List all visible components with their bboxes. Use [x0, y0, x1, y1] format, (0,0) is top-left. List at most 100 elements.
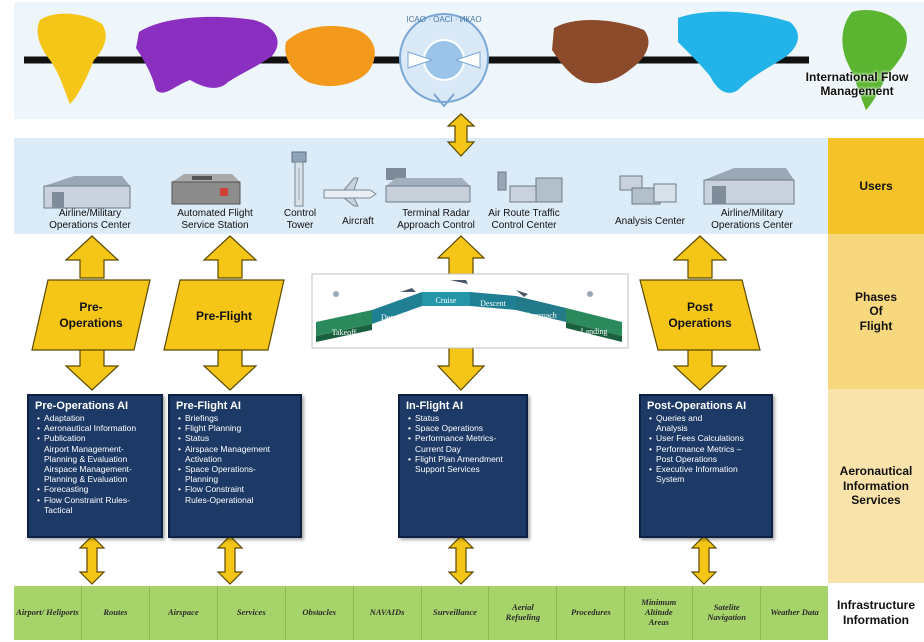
ai-item: Space Operations- Planning — [178, 464, 296, 484]
sidebar-infrastructure-information: Infrastructure Information — [828, 583, 924, 642]
ai-item: Airspace Management Activation — [178, 444, 296, 464]
ai-item: User Fees Calculations — [649, 433, 767, 443]
continent-north-america — [678, 11, 798, 93]
ai-item: Flight Planning — [178, 423, 296, 433]
flight-segment-descent: Descent — [480, 299, 507, 308]
flight-segment-cruise: Cruise — [436, 296, 457, 305]
user-label-analysis-center: Analysis Center — [614, 216, 686, 227]
ai-box-post-operations: Post-Operations AI Queries and Analysis … — [639, 394, 773, 538]
phase-pre-flight: Pre-Flight — [163, 279, 285, 351]
ai-box-pre-operations: Pre-Operations AI Adaptation Aeronautica… — [27, 394, 163, 538]
user-label-route-center: Air Route Traffic Control Center — [488, 208, 560, 231]
ai-box-title: Pre-Flight AI — [176, 400, 241, 412]
continent-asia — [136, 16, 278, 93]
phase-pre-operations: Pre- Operations — [31, 279, 151, 351]
infra-satelite-navigation: Satelite Navigation — [693, 586, 762, 640]
continent-south-america-right — [842, 10, 907, 110]
infra-airport-heliports: Airport/ Heliports — [14, 586, 82, 640]
ai-box-title: Pre-Operations AI — [35, 400, 129, 412]
infrastructure-strip: Airport/ Heliports Routes Airspace Servi… — [14, 586, 828, 640]
sidebar-aeronautical-information-services: Aeronautical Information Services — [828, 389, 924, 583]
infra-weather-data: Weather Data — [770, 607, 819, 618]
infra-procedures: Procedures — [557, 586, 626, 640]
ai-item: Flow Constraint Rules- Tactical — [37, 495, 157, 515]
arrow-pre-ops-to-ai — [64, 347, 120, 391]
infra-navaids: NAVAIDs — [354, 586, 422, 640]
arrow-users-to-post-ops — [672, 235, 728, 279]
route-center-icon — [497, 171, 563, 203]
flight-phases-strip: Takeoff Departure Cruise Descent Approac… — [311, 273, 629, 349]
ai-box-title: In-Flight AI — [406, 400, 464, 412]
flight-segment-departure: Departure — [381, 313, 413, 322]
sidebar-phases-of-flight: Phases Of Flight — [828, 234, 924, 389]
arrow-post-ops-ai-to-infra — [690, 535, 718, 585]
ai-box-list: Briefings Flight Planning Status Airspac… — [170, 413, 300, 505]
ai-item: Flow Constraint Rules-Operational — [178, 484, 296, 504]
aircraft-icon — [323, 177, 377, 207]
phase-pre-operations-line1: Pre- — [79, 300, 102, 314]
ai-item: Aeronautical Information — [37, 423, 157, 433]
arrow-in-flight-ai-to-infra — [447, 535, 475, 585]
hangar-icon — [703, 168, 795, 205]
international-flow-band: ICAO · OACI · ИКАО — [14, 2, 924, 119]
arrow-pre-flight-ai-to-infra — [216, 535, 244, 585]
phase-pre-flight-label: Pre-Flight — [196, 309, 252, 323]
infra-airspace: Airspace — [150, 586, 218, 640]
control-tower-icon — [291, 151, 307, 207]
ai-item: Publication Airport Management- Planning… — [37, 433, 157, 484]
ai-item: Status — [408, 413, 522, 423]
ai-item: Queries and Analysis — [649, 413, 767, 433]
international-flow-label: International Flow Management — [805, 70, 909, 99]
infra-obstacles: Obstacles — [286, 586, 354, 640]
continent-south-america — [37, 13, 106, 104]
arrow-users-to-in-flight — [436, 235, 486, 277]
ai-box-list: Queries and Analysis User Fees Calculati… — [641, 413, 771, 484]
ai-box-pre-flight: Pre-Flight AI Briefings Flight Planning … — [168, 394, 302, 538]
ai-item: Status — [178, 433, 296, 443]
hangar-icon — [43, 176, 131, 209]
terminal-radar-icon — [385, 168, 471, 203]
phase-post-operations-line1: Post — [687, 300, 713, 314]
phase-pre-operations-line2: Operations — [59, 316, 123, 330]
ai-item: Adaptation — [37, 413, 157, 423]
arrow-post-ops-to-ai — [672, 347, 728, 391]
user-label-aircraft: Aircraft — [342, 216, 374, 227]
continent-australia — [285, 26, 375, 87]
phase-post-operations-line2: Operations — [668, 316, 732, 330]
icao-logo-icon — [399, 13, 489, 108]
arrow-top-to-users — [446, 113, 476, 157]
user-label-airline-ops-2: Airline/Military Operations Center — [711, 208, 793, 231]
continent-europe — [552, 19, 649, 84]
infra-surveillance: Surveillance — [422, 586, 490, 640]
ai-item: Briefings — [178, 413, 296, 423]
user-label-airline-ops-1: Airline/Military Operations Center — [49, 208, 131, 231]
arrow-pre-ops-ai-to-infra — [78, 535, 106, 585]
ai-item: Performance Metrics- Current Day — [408, 433, 522, 453]
phase-post-operations: Post Operations — [639, 279, 761, 351]
world-map-illustration: ICAO · OACI · ИКАО — [24, 10, 907, 110]
ai-item: Flight Plan Amendment Support Services — [408, 454, 522, 474]
ai-box-in-flight: In-Flight AI Status Space Operations Per… — [398, 394, 528, 538]
ai-box-list: Status Space Operations Performance Metr… — [400, 413, 526, 474]
user-label-terminal-radar: Terminal Radar Approach Control — [397, 208, 475, 231]
ai-box-title: Post-Operations AI — [647, 400, 747, 412]
sidebar-users: Users — [828, 138, 924, 234]
flight-station-icon — [171, 174, 241, 205]
ai-item: Performance Metrics – Post Operations — [649, 444, 767, 464]
arrow-pre-flight-to-ai — [202, 347, 258, 391]
user-label-control-tower: Control Tower — [283, 208, 317, 231]
infra-routes: Routes — [82, 586, 150, 640]
infra-aerial-refueling: Aerial Refueling — [489, 586, 558, 640]
ai-item: Executive Information System — [649, 464, 767, 484]
flight-segment-takeoff: Takeoff — [332, 328, 357, 337]
ai-item: Forecasting — [37, 484, 157, 494]
infra-services: Services — [218, 586, 286, 640]
flight-segment-approach: Approach — [525, 311, 557, 320]
arrow-users-to-pre-ops — [64, 235, 120, 279]
users-icons — [43, 151, 795, 209]
infra-minimum-altitude-areas: Minimum Altitude Areas — [625, 586, 694, 640]
flight-segment-landing: Landing — [581, 327, 608, 336]
arrow-users-to-pre-flight — [202, 235, 258, 279]
user-label-flight-service-station: Automated Flight Service Station — [177, 208, 253, 231]
